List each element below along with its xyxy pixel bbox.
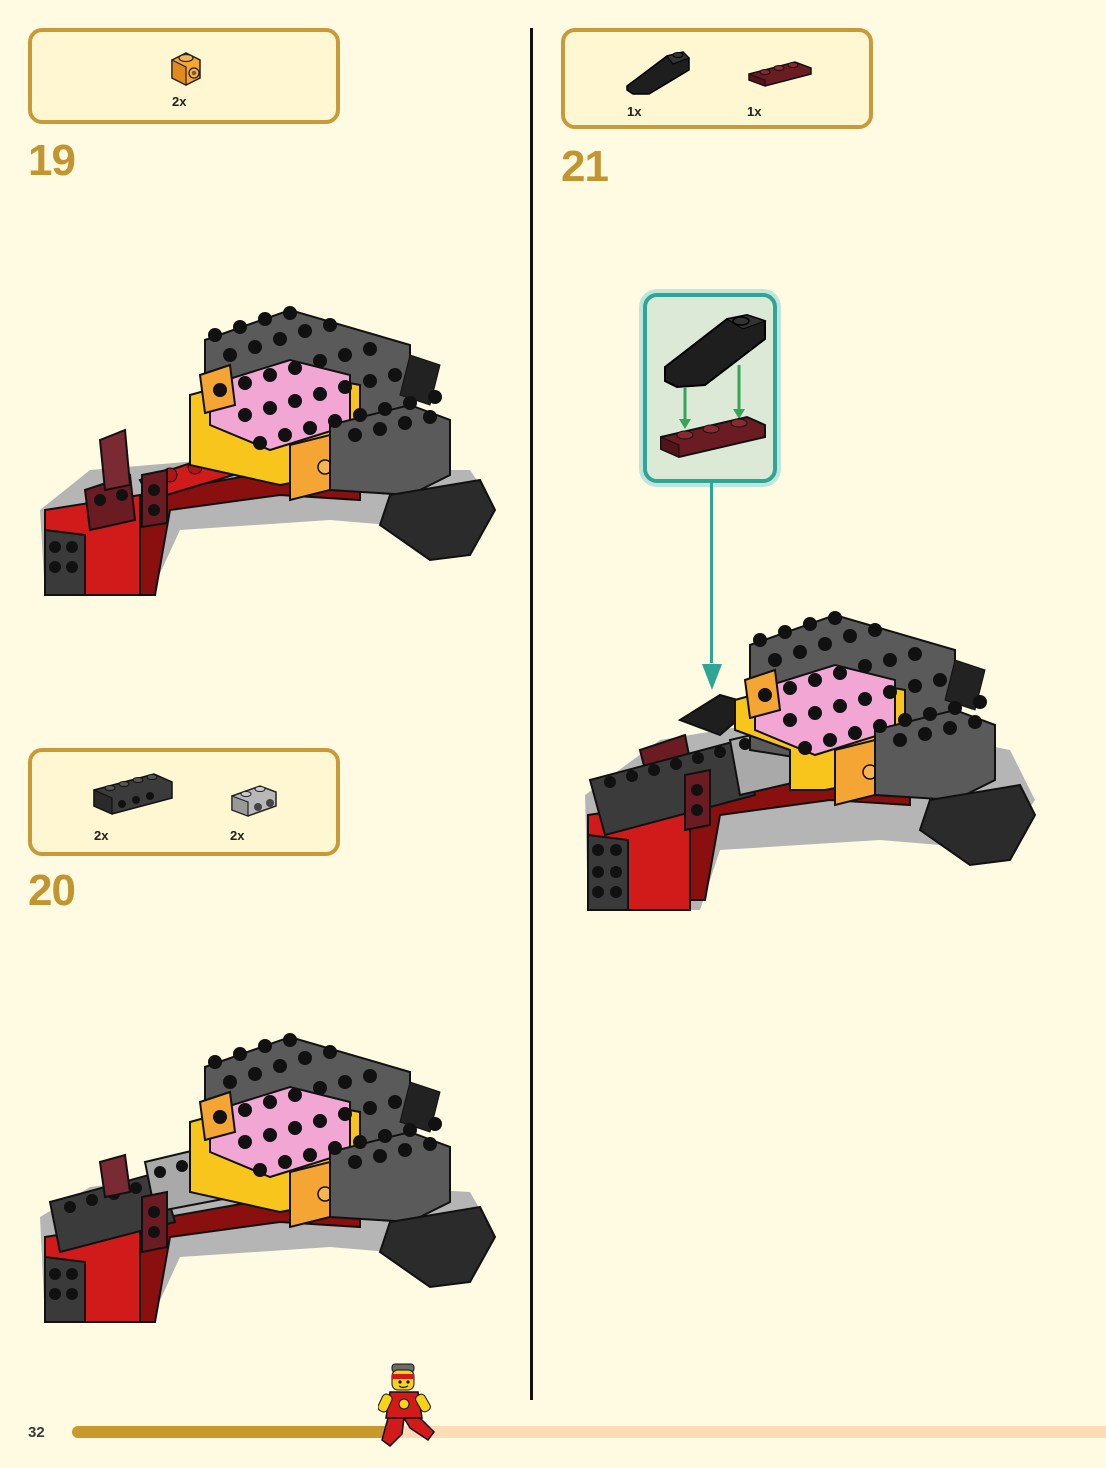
callout-pointer-line — [710, 483, 713, 663]
orange-1x1-brick-with-side-stud-icon — [168, 48, 204, 88]
progress-fill — [72, 1426, 393, 1438]
part-quantity: 2x — [172, 94, 187, 109]
light-gray-1x2-technic-brick-icon — [228, 780, 280, 820]
part-quantity: 1x — [627, 104, 642, 119]
column-divider — [530, 28, 533, 1400]
dark-gray-1x4-technic-brick-icon — [90, 768, 176, 816]
part-quantity: 1x — [747, 104, 762, 119]
page-number: 32 — [28, 1424, 45, 1441]
dark-red-1x3-plate-icon — [745, 58, 815, 88]
step-number: 20 — [28, 866, 76, 915]
minifigure-runner-icon — [378, 1363, 435, 1447]
model-illustration-step-21 — [585, 611, 1037, 911]
part-quantity: 2x — [94, 828, 109, 843]
part-quantity: 2x — [230, 828, 245, 843]
parts-box-step-19: 2x — [28, 28, 340, 124]
sub-assembly-callout — [643, 293, 777, 483]
model-illustration-step-20 — [40, 1033, 497, 1323]
parts-box-step-20: 2x 2x — [28, 748, 340, 856]
model-illustration-step-19 — [40, 306, 497, 596]
step-number: 19 — [28, 136, 76, 185]
parts-box-step-21: 1x 1x — [561, 28, 873, 129]
black-slope-curved-icon — [623, 46, 693, 98]
callout-arrow-icon — [702, 664, 722, 690]
sub-assembly-illustration — [660, 313, 767, 459]
step-number: 21 — [561, 142, 609, 191]
